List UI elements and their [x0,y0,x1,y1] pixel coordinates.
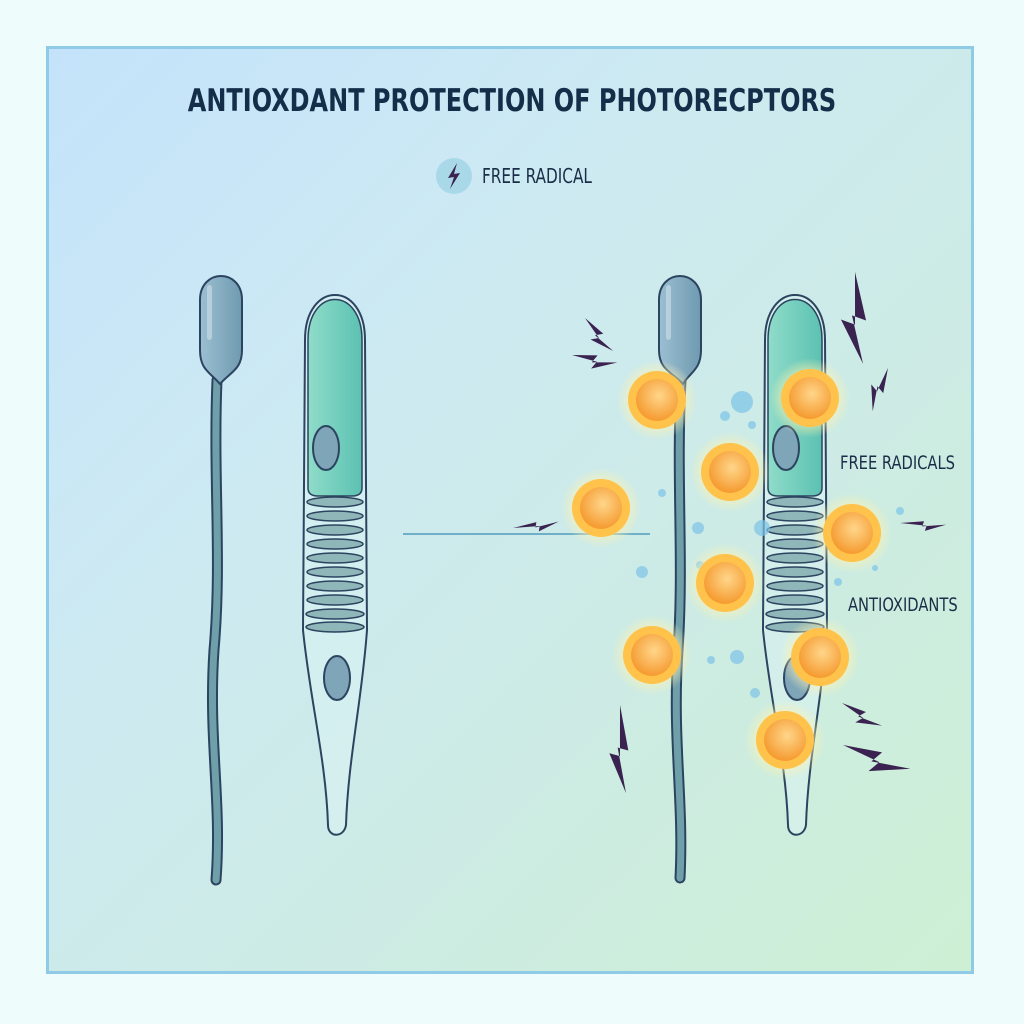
antioxidants [561,358,892,780]
lightning-bolt-icon [585,314,614,355]
antioxidants-label: ANTIOXIDANTS [848,594,958,616]
lightning-bolt-icon [900,509,947,539]
lightning-bolt-icon [598,705,648,794]
cone-cell-left [301,294,369,836]
lightning-bolt-icon [857,368,904,412]
lightning-bolt-icon [513,513,559,536]
diagram-title: ANTIOXDANT PROTECTION OF PHOTORECPTORS [187,83,837,119]
legend: FREE RADICAL [436,158,611,194]
free-radicals-label: FREE RADICALS [840,452,956,474]
lightning-bolt-icon [572,337,618,381]
lightning-bolt-icon [826,272,892,364]
lightning-bolt-icon [843,721,911,793]
lightning-bolt-icon [842,691,883,738]
rod-cell-left [199,275,243,886]
lightning-bolt-icon [436,158,472,194]
legend-label: FREE RADICAL [482,164,592,188]
